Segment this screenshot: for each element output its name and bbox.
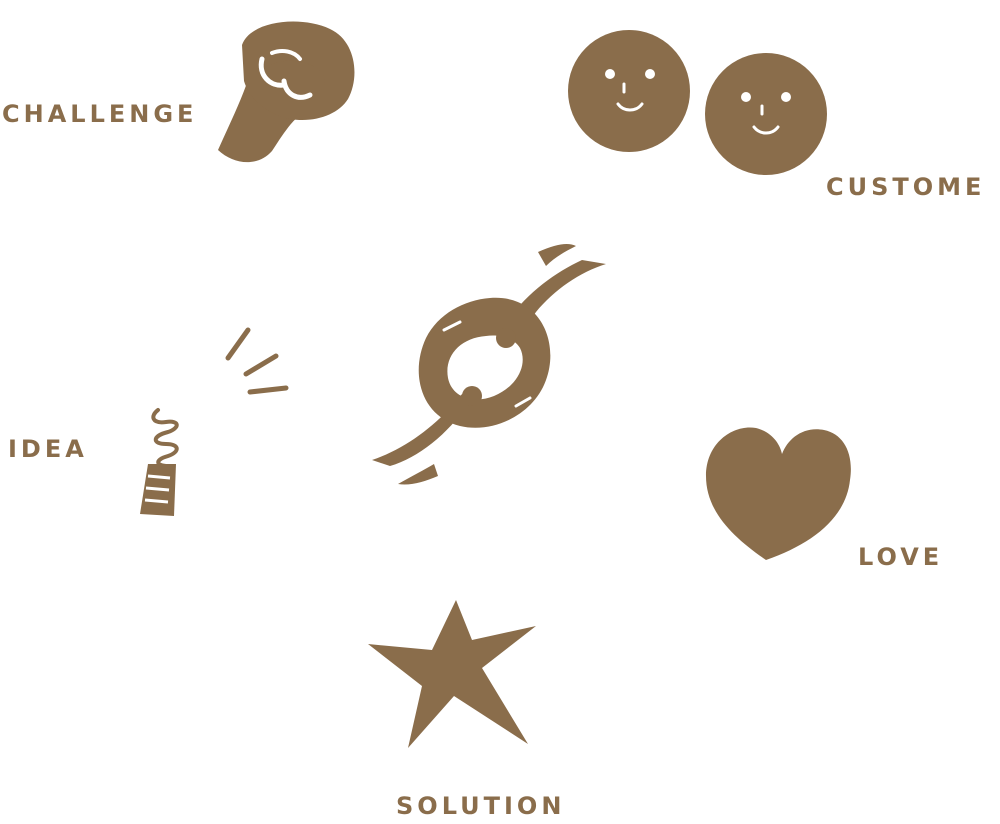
label-challenge: CHALLENGE [2,100,198,128]
label-solution: SOLUTION [396,792,566,820]
star-icon [366,598,538,748]
label-customer: CUSTOME [826,173,986,201]
label-idea: IDEA [8,435,88,463]
fist-icon [210,15,360,170]
label-love: LOVE [858,543,944,571]
two-hands-holding-icon [368,238,612,488]
party-popper-icon [132,326,292,520]
heart-icon [704,420,854,562]
two-smiling-faces-icon [568,30,830,178]
